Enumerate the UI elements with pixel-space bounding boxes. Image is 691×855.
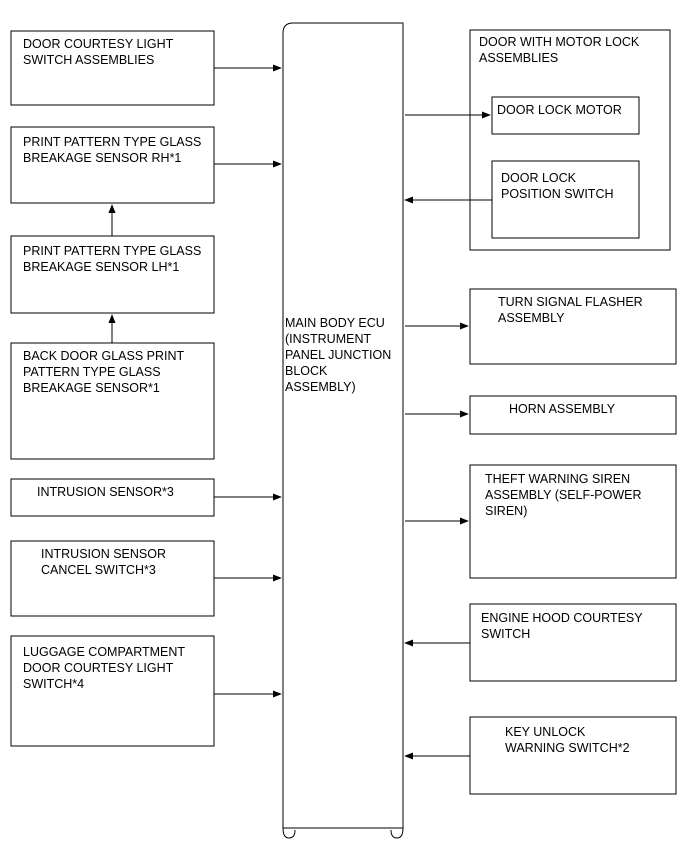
box-label-line: BACK DOOR GLASS PRINT (23, 349, 185, 363)
box-label-line: PRINT PATTERN TYPE GLASS (23, 244, 201, 258)
engine-hood-courtesy-switch-box: ENGINE HOOD COURTESY SWITCH (469, 603, 677, 682)
box-label-line: DOOR WITH MOTOR LOCK (479, 35, 640, 49)
box-label-line: POSITION SWITCH (501, 187, 614, 201)
luggage-compartment-switch-box: LUGGAGE COMPARTMENT DOOR COURTESY LIGHT … (10, 635, 215, 747)
box-label-line: BREAKAGE SENSOR LH*1 (23, 260, 179, 274)
svg-text:DOOR WITH MOTOR LOCK ASS: DOOR WITH MOTOR LOCK ASSEMBLIES (479, 35, 643, 65)
box-label-line: SWITCH (481, 627, 530, 641)
ecu-label: MAIN BODY ECU (INSTRUMENT PANEL JUNCTION… (285, 316, 395, 394)
box-label-line: PATTERN TYPE GLASS (23, 365, 161, 379)
svg-text:BACK DOOR GLASS PRINT PA: BACK DOOR GLASS PRINT PATTERN TYPE GLASS… (23, 349, 187, 395)
ecu-outline (282, 22, 404, 839)
box-label-line: SIREN) (485, 504, 527, 518)
intrusion-sensor-cancel-switch-box: INTRUSION SENSOR CANCEL SWITCH*3 (10, 540, 215, 617)
box-label-line: DOOR COURTESY LIGHT (23, 37, 174, 51)
ecu-label-line: MAIN BODY ECU (285, 316, 385, 330)
box-label-line: BREAKAGE SENSOR*1 (23, 381, 160, 395)
theft-warning-siren-box: THEFT WARNING SIREN ASSEMBLY (SELF-POWER… (469, 464, 677, 579)
box-label-line: THEFT WARNING SIREN (485, 472, 630, 486)
key-unlock-warning-switch-box: KEY UNLOCK WARNING SWITCH*2 (469, 716, 677, 795)
box-label-line: BREAKAGE SENSOR RH*1 (23, 151, 181, 165)
door-lock-motor-box: DOOR LOCK MOTOR (491, 96, 640, 135)
ecu-label-line: BLOCK (285, 364, 328, 378)
ecu-label-line: (INSTRUMENT (285, 332, 371, 346)
box-label-line: LUGGAGE COMPARTMENT (23, 645, 185, 659)
svg-text:TURN SIGNAL FLASHER ASSE: TURN SIGNAL FLASHER ASSEMBLY (498, 295, 646, 325)
box-label-line: ASSEMBLIES (479, 51, 558, 65)
svg-text:DOOR LOCK MOTOR: DOOR LOCK MOTOR (497, 103, 622, 117)
box-label-line: INTRUSION SENSOR*3 (37, 485, 174, 499)
box-label-line: DOOR LOCK (501, 171, 577, 185)
box-label-line: ASSEMBLY (498, 311, 565, 325)
svg-text:LUGGAGE COMPARTMENT DOOR: LUGGAGE COMPARTMENT DOOR COURTESY LIGHT … (23, 645, 188, 691)
ecu-label-line: ASSEMBLY) (285, 380, 356, 394)
box-label-line: CANCEL SWITCH*3 (41, 563, 156, 577)
door-lock-position-switch-box: DOOR LOCK POSITION SWITCH (491, 160, 640, 239)
glass-breakage-sensor-rh-box: PRINT PATTERN TYPE GLASS BREAKAGE SENSOR… (10, 126, 215, 204)
box-label-line: PRINT PATTERN TYPE GLASS (23, 135, 201, 149)
box-label-line: DOOR COURTESY LIGHT (23, 661, 174, 675)
horn-assembly-box: HORN ASSEMBLY (469, 395, 677, 435)
box-label-line: ASSEMBLY (SELF-POWER (485, 488, 642, 502)
box-label-line: TURN SIGNAL FLASHER (498, 295, 643, 309)
svg-text:INTRUSION SENSOR CANCEL: INTRUSION SENSOR CANCEL SWITCH*3 (41, 547, 170, 577)
svg-text:PRINT PATTERN TYPE GLASS: PRINT PATTERN TYPE GLASS BREAKAGE SENSOR… (23, 135, 205, 165)
box-label-line: KEY UNLOCK (505, 725, 586, 739)
box-label-line: WARNING SWITCH*2 (505, 741, 630, 755)
glass-breakage-sensor-lh-box: PRINT PATTERN TYPE GLASS BREAKAGE SENSOR… (10, 235, 215, 314)
box-label-line: ENGINE HOOD COURTESY (481, 611, 643, 625)
svg-text:KEY UNLOCK WARNING SWITC: KEY UNLOCK WARNING SWITCH*2 (505, 725, 630, 755)
ecu-label-line: PANEL JUNCTION (285, 348, 391, 362)
svg-text:ENGINE HOOD COURTESY SWI: ENGINE HOOD COURTESY SWITCH (481, 611, 646, 641)
main-body-ecu: MAIN BODY ECU (INSTRUMENT PANEL JUNCTION… (282, 22, 404, 839)
svg-text:DOOR COURTESY LIGHT SWIT: DOOR COURTESY LIGHT SWITCH ASSEMBLIES (23, 37, 177, 67)
back-door-glass-sensor-box: BACK DOOR GLASS PRINT PATTERN TYPE GLASS… (10, 342, 215, 460)
box-label-line: HORN ASSEMBLY (509, 402, 616, 416)
svg-text:PRINT PATTERN TYPE GLASS: PRINT PATTERN TYPE GLASS BREAKAGE SENSOR… (23, 244, 205, 274)
intrusion-sensor-box: INTRUSION SENSOR*3 (10, 478, 215, 517)
door-courtesy-light-switch-box: DOOR COURTESY LIGHT SWITCH ASSEMBLIES (10, 30, 215, 106)
svg-text:THEFT WARNING SIREN ASSE: THEFT WARNING SIREN ASSEMBLY (SELF-POWER… (485, 472, 645, 518)
box-label-line: DOOR LOCK MOTOR (497, 103, 622, 117)
svg-text:HORN ASSEMBLY: HORN ASSEMBLY (509, 402, 616, 416)
box-label-line: SWITCH ASSEMBLIES (23, 53, 154, 67)
box-label-line: SWITCH*4 (23, 677, 84, 691)
svg-text:DOOR LOCK POSITION SWITC: DOOR LOCK POSITION SWITCH (501, 171, 614, 201)
svg-text:INTRUSION SENSOR*3: INTRUSION SENSOR*3 (37, 485, 174, 499)
ecu-bottom-curl (390, 827, 404, 839)
turn-signal-flasher-box: TURN SIGNAL FLASHER ASSEMBLY (469, 288, 677, 365)
box-label-line: INTRUSION SENSOR (41, 547, 166, 561)
